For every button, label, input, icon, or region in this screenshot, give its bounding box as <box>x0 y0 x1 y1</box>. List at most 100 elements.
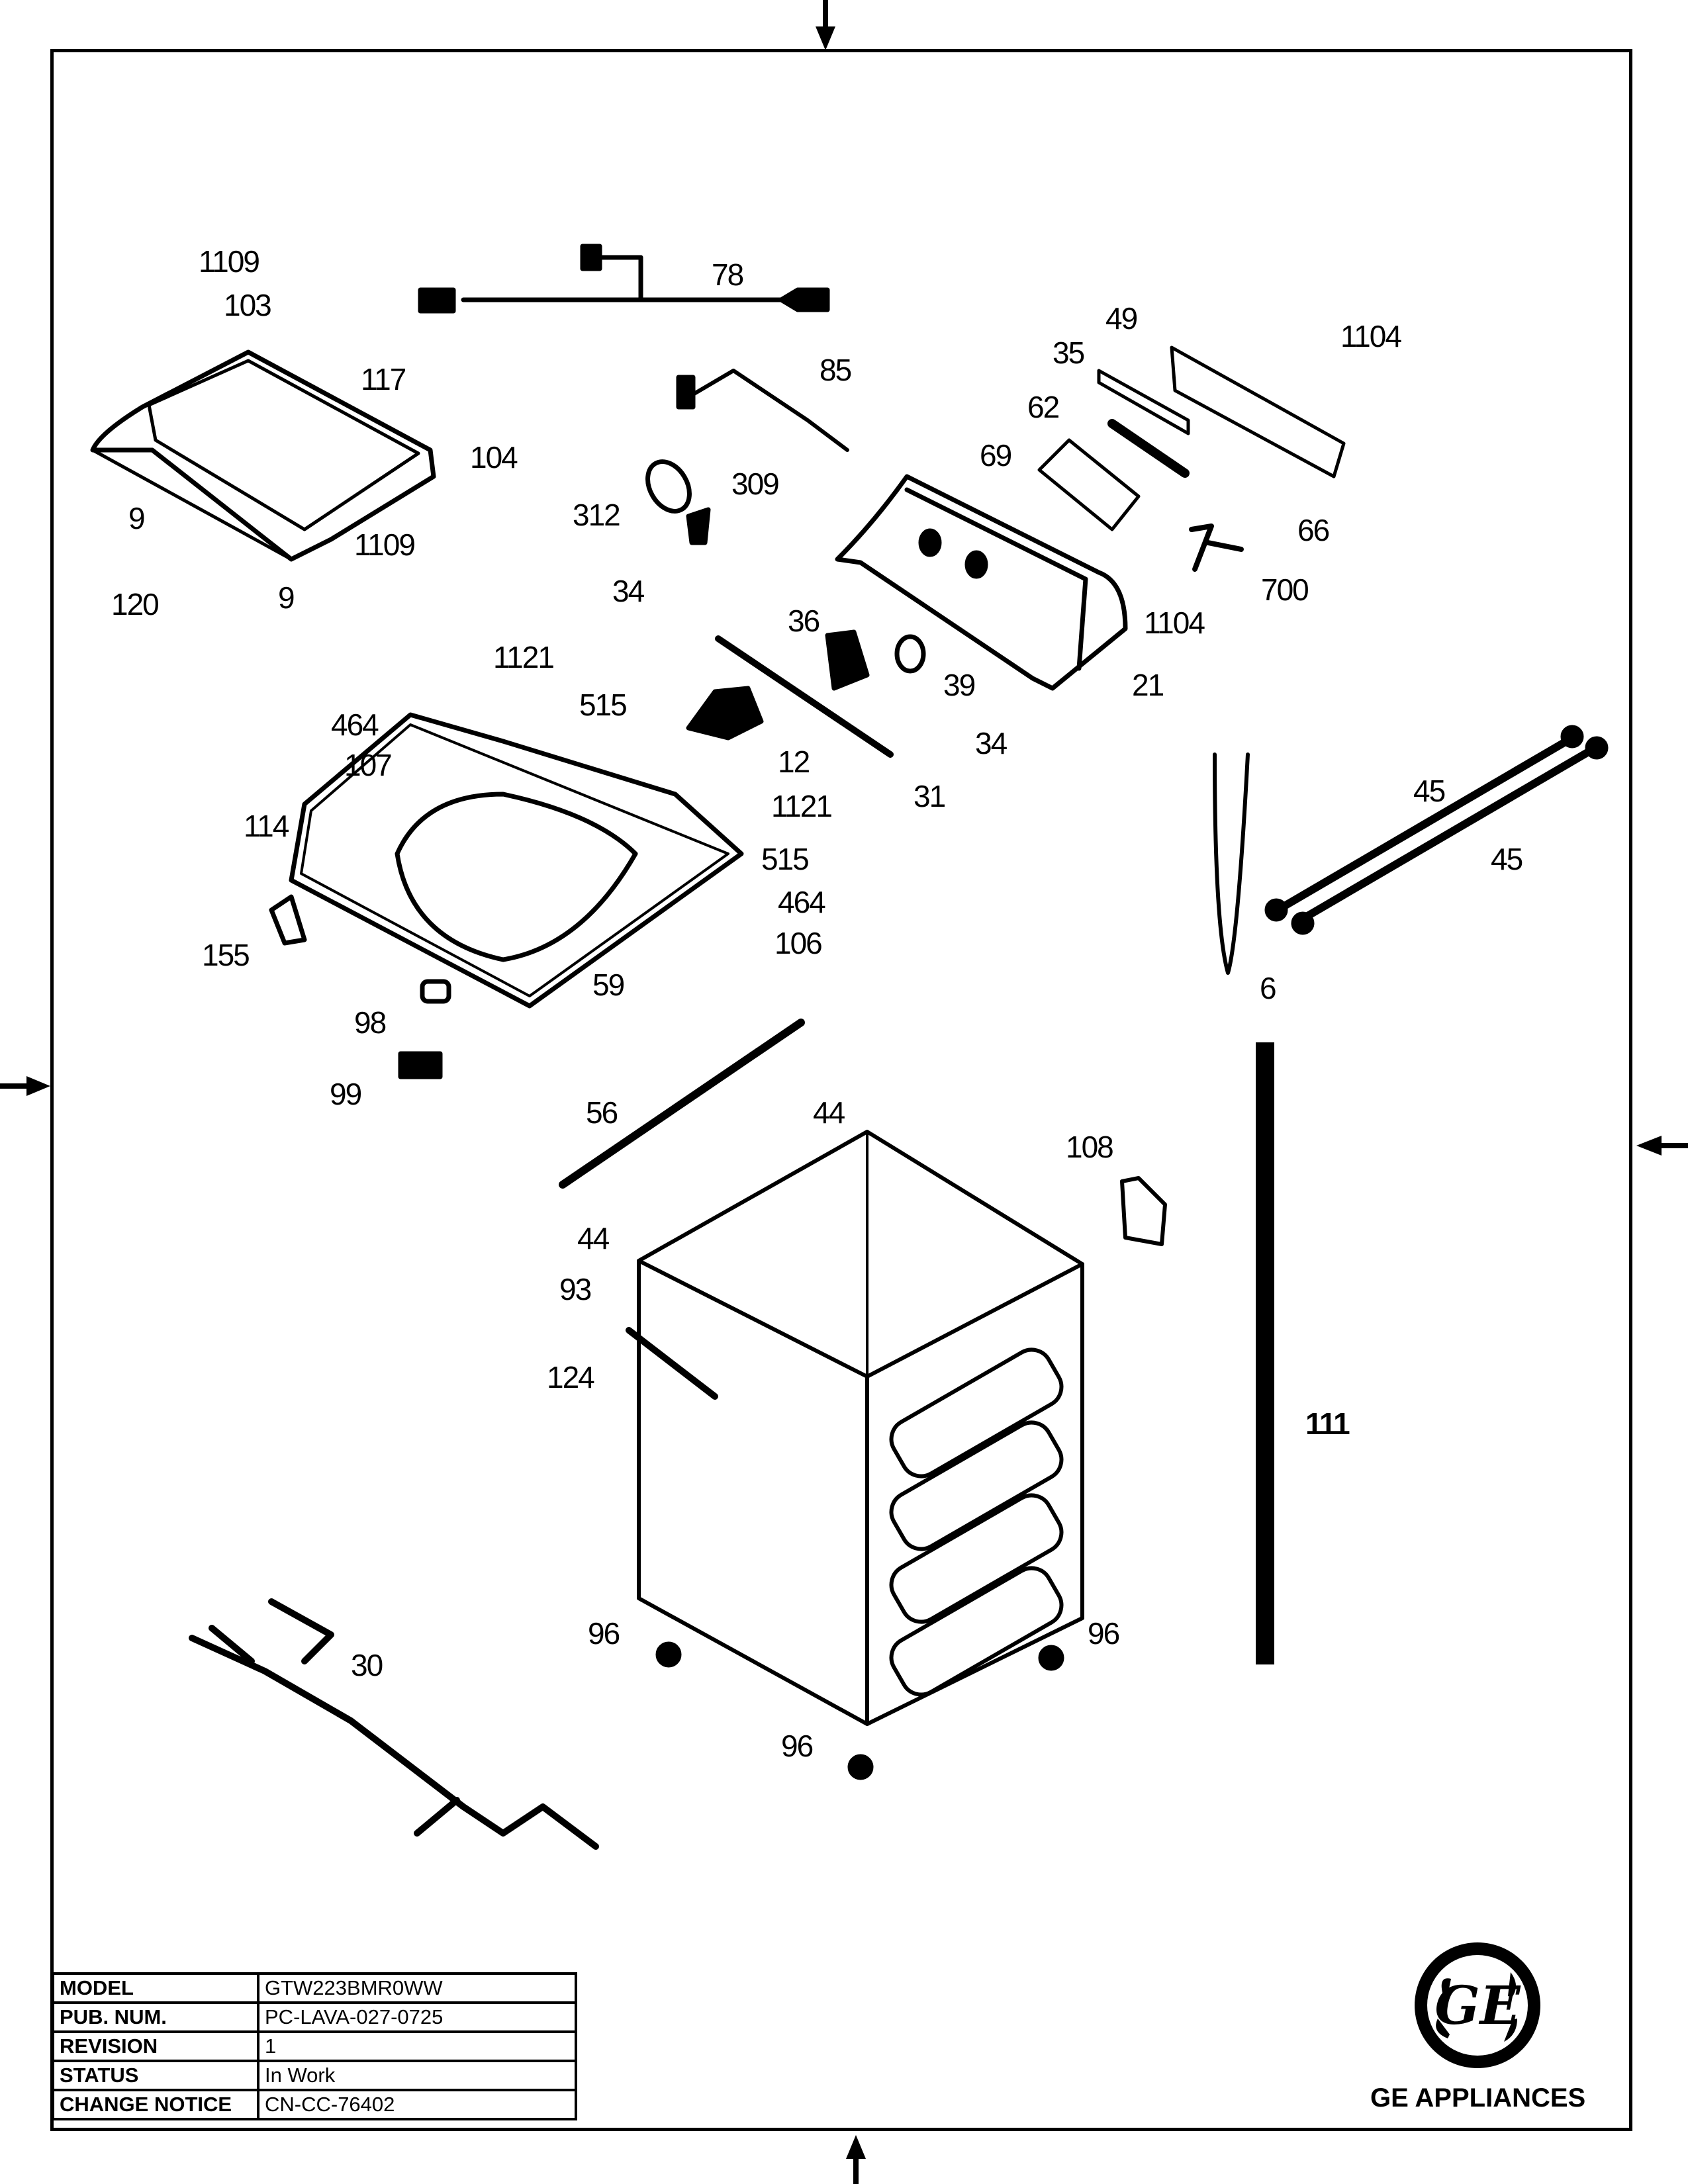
brand-name: GE APPLIANCES <box>1370 2083 1586 2113</box>
callout-106: 106 <box>774 926 823 960</box>
callout-1104: 1104 <box>1144 606 1205 640</box>
part-window-35 <box>1097 369 1190 435</box>
callout-309: 309 <box>731 467 780 501</box>
callout-96: 96 <box>588 1616 620 1651</box>
callout-117: 117 <box>361 362 406 396</box>
callout-111: 111 <box>1305 1406 1350 1441</box>
part-lid-117 <box>90 349 436 562</box>
callout-45: 45 <box>1413 774 1446 808</box>
callout-9: 9 <box>128 501 146 535</box>
callout-85: 85 <box>820 353 852 387</box>
callout-1104: 1104 <box>1340 319 1402 353</box>
callout-464: 464 <box>778 885 826 919</box>
title-block-row: STATUS In Work <box>52 2060 577 2091</box>
callout-464: 464 <box>331 707 379 742</box>
callout-99: 99 <box>330 1077 362 1111</box>
callout-56: 56 <box>586 1095 618 1130</box>
drawing-frame <box>50 49 1632 2131</box>
part-panel-49 <box>1170 345 1346 478</box>
callout-6: 6 <box>1260 971 1277 1005</box>
part-backsplash-21 <box>835 474 1128 691</box>
part-foot-96b <box>1038 1645 1064 1671</box>
callout-98: 98 <box>354 1005 387 1040</box>
callout-103: 103 <box>224 288 272 322</box>
callout-49: 49 <box>1105 301 1138 336</box>
callout-96: 96 <box>1088 1616 1120 1651</box>
callout-124: 124 <box>547 1360 595 1394</box>
callout-93: 93 <box>559 1272 592 1306</box>
callout-30: 30 <box>351 1648 383 1682</box>
part-wire-6 <box>1213 752 1250 975</box>
part-harness-66 <box>1189 523 1244 572</box>
callout-155: 155 <box>202 938 250 972</box>
callout-1121: 1121 <box>771 789 833 823</box>
title-block-row: CHANGE NOTICE CN-CC-76402 <box>52 2089 577 2120</box>
part-bracket-124 <box>626 1327 718 1400</box>
part-harness-30 <box>189 1598 599 1850</box>
title-block-table: MODEL GTW223BMR0WW PUB. NUM. PC-LAVA-027… <box>52 1972 577 2120</box>
callout-9: 9 <box>278 580 295 615</box>
part-harness-56 <box>559 1019 805 1189</box>
callout-34: 34 <box>975 726 1008 760</box>
part-drain-hose-111 <box>1256 1042 1274 1664</box>
part-hose-45b <box>1297 744 1599 924</box>
callout-1109: 1109 <box>354 527 416 562</box>
part-top-cover-114 <box>289 712 744 1009</box>
change-notice-value: CN-CC-76402 <box>257 2089 577 2120</box>
part-ring-39 <box>894 634 926 674</box>
revision-label: REVISION <box>52 2030 259 2062</box>
pub-num-value: PC-LAVA-027-0725 <box>257 2001 577 2033</box>
part-bracket-309 <box>686 507 711 545</box>
part-valve-12 <box>686 686 764 741</box>
callout-700: 700 <box>1261 572 1309 607</box>
callout-66: 66 <box>1297 513 1330 547</box>
callout-44: 44 <box>813 1095 845 1130</box>
callout-108: 108 <box>1066 1130 1114 1164</box>
part-wire-85 <box>686 369 849 452</box>
pub-num-label: PUB. NUM. <box>52 2001 259 2033</box>
part-cabinet-93 <box>637 1130 1084 1726</box>
callout-515: 515 <box>761 842 810 876</box>
status-label: STATUS <box>52 2060 259 2091</box>
ge-monogram-icon: GE <box>1415 1942 1540 2068</box>
callout-44: 44 <box>577 1221 610 1255</box>
part-valve-36 <box>825 629 870 691</box>
top-center-arrow-icon <box>816 0 835 50</box>
model-label: MODEL <box>52 1972 259 2004</box>
title-block-row: REVISION 1 <box>52 2030 577 2062</box>
callout-62: 62 <box>1027 390 1060 424</box>
part-foot-96a <box>655 1641 682 1668</box>
part-power-cord-78 <box>418 244 830 314</box>
callout-69: 69 <box>980 438 1012 473</box>
part-bracket-155 <box>269 894 307 946</box>
callout-1109: 1109 <box>199 244 260 279</box>
callout-1121: 1121 <box>493 640 555 674</box>
part-connector-85 <box>676 375 696 410</box>
title-block-row: PUB. NUM. PC-LAVA-027-0725 <box>52 2001 577 2033</box>
left-center-arrow-icon <box>0 1076 50 1096</box>
callout-107: 107 <box>344 748 393 782</box>
callout-96: 96 <box>781 1729 814 1763</box>
status-value: In Work <box>257 2060 577 2091</box>
callout-45: 45 <box>1491 842 1523 876</box>
callout-120: 120 <box>111 587 160 621</box>
callout-59: 59 <box>592 968 625 1002</box>
callout-31: 31 <box>914 779 946 813</box>
svg-text:GE: GE <box>1434 1974 1521 2036</box>
part-foot-96c <box>847 1754 874 1780</box>
part-control-board-69 <box>1037 438 1141 531</box>
callout-12: 12 <box>778 745 810 779</box>
callout-104: 104 <box>470 440 518 475</box>
part-rod-31 <box>715 635 894 758</box>
callout-35: 35 <box>1053 336 1085 370</box>
part-switch-108 <box>1120 1176 1167 1246</box>
part-hose-45a <box>1274 734 1576 914</box>
revision-value: 1 <box>257 2030 577 2062</box>
right-center-arrow-icon <box>1636 1136 1688 1156</box>
callout-312: 312 <box>573 498 621 532</box>
callout-114: 114 <box>244 809 289 843</box>
callout-39: 39 <box>943 668 976 702</box>
callout-36: 36 <box>788 604 820 638</box>
callout-78: 78 <box>712 257 744 292</box>
